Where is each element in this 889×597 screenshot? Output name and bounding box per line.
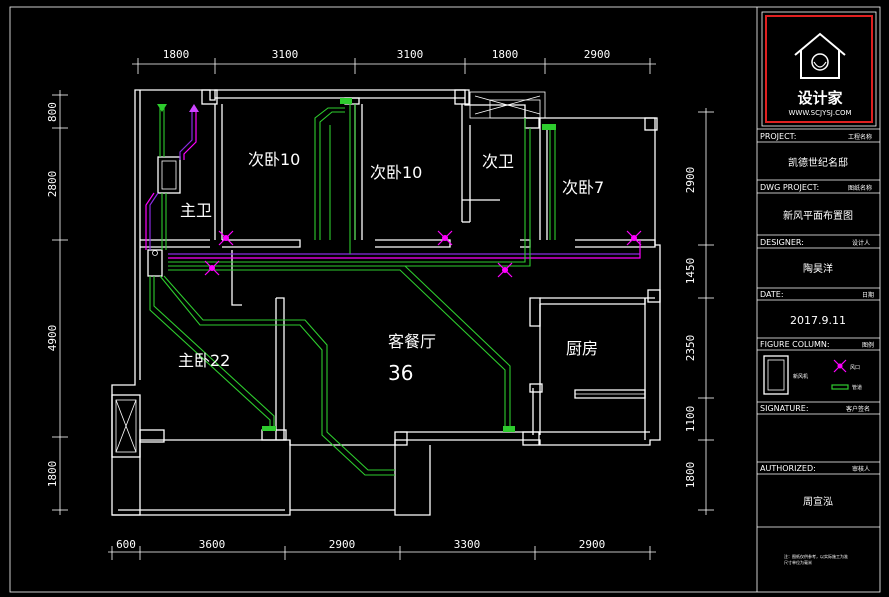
dim-top-4: 1800 xyxy=(492,48,519,61)
vent-icon xyxy=(437,230,453,246)
logo-frame xyxy=(765,15,873,123)
note-line-1: 注：图纸仅供参考，以实际施工为准 xyxy=(784,553,848,559)
corridor-ducts xyxy=(168,118,641,271)
room-label-bedroom-b: 次卧10 xyxy=(370,163,422,182)
dim-bottom-2: 3600 xyxy=(199,538,226,551)
room-label-bath2: 次卫 xyxy=(482,152,514,171)
bottom-dimension-chain: 600 3600 2900 3300 2900 xyxy=(108,538,656,560)
dwg-tag: 图纸名称 xyxy=(848,184,872,192)
vent-icon xyxy=(204,260,220,276)
vent-icon xyxy=(497,262,513,278)
walls xyxy=(111,89,661,516)
room-label-bedroom-a: 次卧10 xyxy=(248,150,300,169)
legend-vent-icon xyxy=(833,359,847,373)
right-dimension-chain: 2900 1450 2350 1100 1800 xyxy=(684,108,714,515)
designer-tag: 设计人 xyxy=(852,239,870,247)
fresh-air-unit xyxy=(147,156,181,277)
intake-arrow-icon xyxy=(157,104,167,112)
dim-left-1: 800 xyxy=(46,102,59,122)
authorized-label: AUTHORIZED: xyxy=(760,464,816,473)
logo-text: 设计家 xyxy=(797,89,842,107)
dim-left-3: 4900 xyxy=(46,325,59,352)
dim-top-1: 1800 xyxy=(163,48,190,61)
dim-left-2: 2800 xyxy=(46,171,59,198)
room-label-master-bath: 主卫 xyxy=(180,201,212,220)
room-label-living-area: 36 xyxy=(388,361,413,385)
authorized-value: 周宣泓 xyxy=(803,495,833,508)
signature-tag: 客户签名 xyxy=(846,405,870,413)
legend-unit-label: 新风机 xyxy=(793,373,808,380)
legend-pipe-icon xyxy=(831,384,849,390)
date-label: DATE: xyxy=(760,290,784,299)
top-dimension-chain: 1800 3100 3100 1800 2900 xyxy=(132,48,656,74)
room-label-master-bed: 主卧22 xyxy=(178,351,230,370)
dim-bottom-3: 2900 xyxy=(329,538,356,551)
dim-top-2: 3100 xyxy=(272,48,299,61)
date-value: 2017.9.11 xyxy=(790,314,846,327)
dim-right-5: 1800 xyxy=(684,462,697,489)
designer-value: 陶昊洋 xyxy=(803,262,833,275)
legend-pipe-label: 管道 xyxy=(852,384,862,391)
project-tag: 工程名称 xyxy=(848,133,872,141)
dim-right-4: 1100 xyxy=(684,406,697,433)
room-labels: 次卧10 次卧10 次卫 次卧7 主卫 主卧22 客餐厅 36 厨房 xyxy=(178,150,604,385)
living-ducts xyxy=(149,265,515,476)
authorized-tag: 审核人 xyxy=(852,465,870,473)
signature-label: SIGNATURE: xyxy=(760,404,809,413)
dwg-label: DWG PROJECT: xyxy=(760,183,819,192)
project-value: 凯德世纪名邸 xyxy=(788,156,848,169)
title-block: 设计家 WWW.SCJYSJ.COM PROJECT: 工程名称 凯德世纪名邸 … xyxy=(757,11,880,565)
left-dimension-chain: 800 2800 4900 1800 xyxy=(46,90,68,515)
dim-top-5: 2900 xyxy=(584,48,611,61)
room-label-kitchen: 厨房 xyxy=(566,339,598,358)
dim-bottom-5: 2900 xyxy=(579,538,606,551)
legend-unit-icon xyxy=(763,355,789,395)
room-label-living: 客餐厅 xyxy=(388,332,436,351)
dim-right-3: 2350 xyxy=(684,335,697,362)
exhaust-arrow-icon xyxy=(189,104,199,112)
bedroom-branch-ducts xyxy=(314,98,556,254)
dim-left-4: 1800 xyxy=(46,461,59,488)
dim-top-3: 3100 xyxy=(397,48,424,61)
vent-icon xyxy=(626,230,642,246)
dim-right-1: 2900 xyxy=(684,167,697,194)
figure-label: FIGURE COLUMN: xyxy=(760,340,830,349)
house-logo-icon xyxy=(794,32,846,79)
note-line-2: 尺寸单位为毫米 xyxy=(784,559,812,565)
dim-bottom-4: 3300 xyxy=(454,538,481,551)
figure-tag: 图例 xyxy=(862,341,874,349)
vent-icon xyxy=(218,230,234,246)
dwg-value: 新风平面布置图 xyxy=(783,209,853,222)
intake-ducts xyxy=(145,104,199,250)
legend-vent-label: 风口 xyxy=(850,365,860,371)
dim-bottom-1: 600 xyxy=(116,538,136,551)
vent-markers xyxy=(204,230,642,278)
designer-label: DESIGNER: xyxy=(760,238,804,247)
room-label-bedroom-c: 次卧7 xyxy=(562,178,604,197)
logo-url: WWW.SCJYSJ.COM xyxy=(788,109,851,117)
dim-right-2: 1450 xyxy=(684,258,697,285)
date-tag: 日期 xyxy=(862,291,874,299)
project-label: PROJECT: xyxy=(760,132,796,141)
outer-frame xyxy=(9,6,881,593)
